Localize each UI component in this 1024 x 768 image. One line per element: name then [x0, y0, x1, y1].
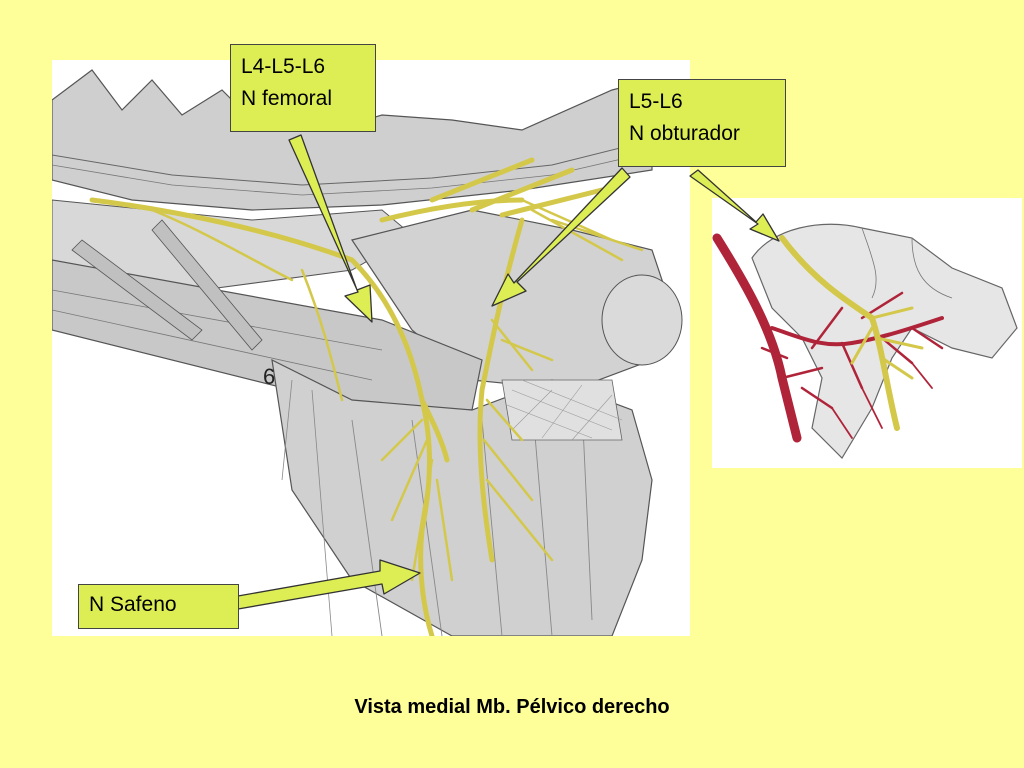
femoral-nerve-label: L4-L5-L6 N femoral [230, 44, 376, 132]
figure-caption: Vista medial Mb. Pélvico derecho [354, 696, 670, 718]
femoral-roots-text: L4-L5-L6 [241, 55, 326, 78]
main-anatomy-illustration [52, 60, 690, 636]
femoral-name-text: N femoral [241, 86, 333, 110]
obturator-roots-text: L5-L6 [629, 90, 683, 113]
muscle-number-label: 6 [263, 364, 276, 389]
obturator-name-text: N obturador [629, 121, 740, 145]
obturator-nerve-label: L5-L6 N obturador [618, 79, 786, 167]
saphenous-name-text: N Safeno [89, 593, 177, 616]
inset-anatomy-illustration [712, 198, 1022, 468]
saphenous-nerve-label: N Safeno [78, 584, 239, 629]
